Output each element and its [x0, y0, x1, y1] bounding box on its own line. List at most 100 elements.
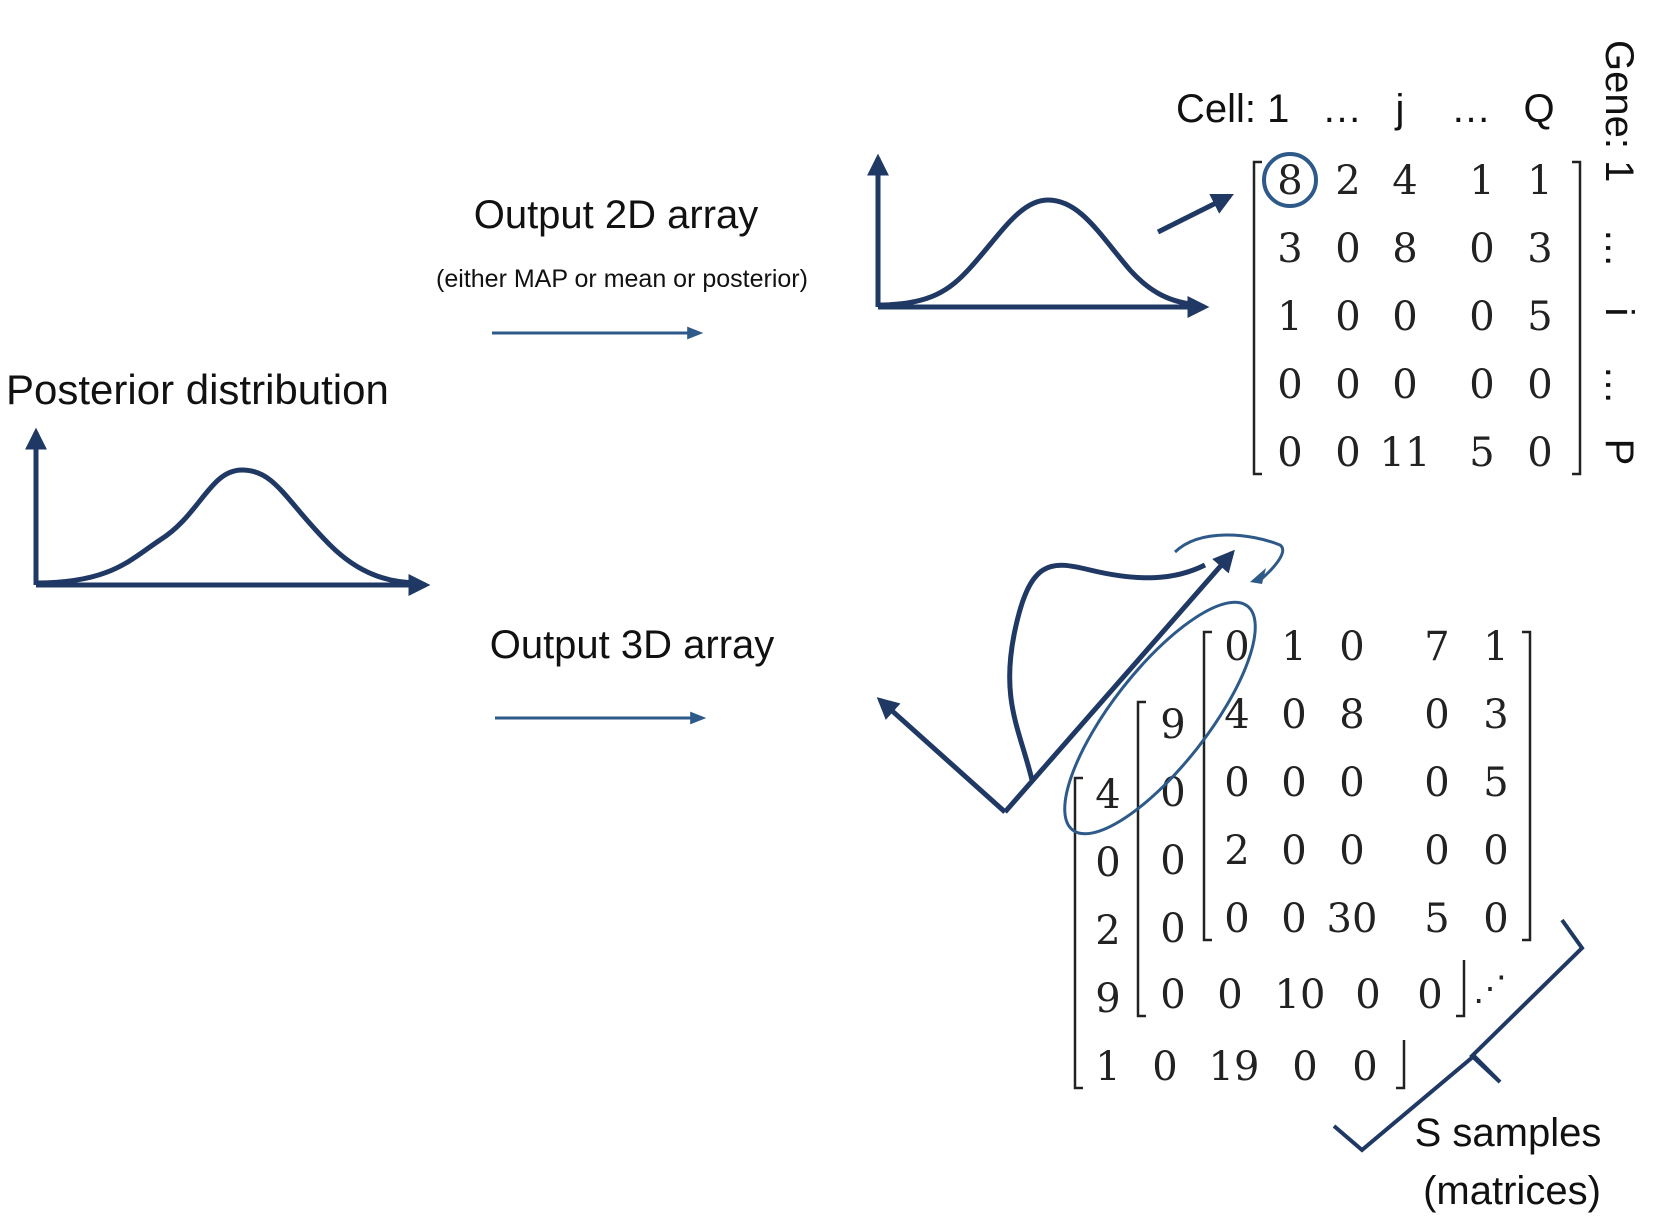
sample-ellipse — [1063, 600, 1257, 836]
matrix-mid-cell: 0 — [1417, 972, 1442, 1018]
matrix-back-cell: 5 — [1424, 896, 1449, 942]
output-2d-label: Output 2D array — [474, 193, 759, 237]
matrix-back-cell: 1 — [1281, 624, 1306, 670]
rotation-arrow — [1173, 533, 1284, 584]
highlight-circle — [1262, 152, 1318, 208]
matrix-2d-cell: 0 — [1335, 362, 1360, 408]
matrix-2d-cell: 1 — [1469, 158, 1494, 204]
matrix-2d-cell: 0 — [1277, 362, 1302, 408]
matrix-2d-cell: 4 — [1392, 158, 1417, 204]
matrix-2d-cell: 8 — [1277, 158, 1302, 204]
matrix-back-cell: 2 — [1224, 828, 1249, 874]
matrix-back-cell: 0 — [1424, 692, 1449, 738]
matrix-front-cell: 0 — [1352, 1044, 1377, 1090]
matrix-back-cell: 3 — [1483, 692, 1508, 738]
matrix-2d-cell: 0 — [1392, 362, 1417, 408]
samples-label-line1: S samples — [1415, 1111, 1602, 1155]
gene-header-label: Gene: 1 — [1597, 40, 1641, 182]
three-d-axis-left — [876, 697, 1007, 814]
matrix-back-cell: 0 — [1424, 828, 1449, 874]
matrix-back-cell: 0 — [1224, 896, 1249, 942]
output-2d-note: (either MAP or mean or posterior) — [436, 265, 808, 293]
matrix-back-right-bracket — [1522, 630, 1532, 942]
matrix-front-cell: 4 — [1095, 772, 1120, 818]
matrix-back-cell: 1 — [1483, 624, 1508, 670]
matrix-back-cell: 0 — [1281, 692, 1306, 738]
matrix-back-cell: 0 — [1339, 760, 1364, 806]
rotation-arrow-head — [1250, 568, 1266, 584]
cell-header-q: Q — [1523, 87, 1554, 131]
matrix-2d-cell: 0 — [1527, 430, 1552, 476]
matrix-front-right-bracket — [1396, 1040, 1406, 1090]
gene-header-i: i — [1597, 308, 1641, 317]
matrix-mid-right-bracket — [1456, 960, 1466, 1018]
matrix-2d-cell: 11 — [1380, 430, 1431, 476]
stack-ellipsis: ⋰ — [1473, 969, 1507, 1009]
matrix-back-cell: 0 — [1483, 828, 1508, 874]
matrix-front-cell: 0 — [1152, 1044, 1177, 1090]
matrix-2d-cell: 0 — [1392, 294, 1417, 340]
gene-header-p: P — [1597, 439, 1641, 466]
matrix-2d-cell: 1 — [1277, 294, 1302, 340]
matrix-back-cell: 0 — [1424, 760, 1449, 806]
matrix-back-cell: 5 — [1483, 760, 1508, 806]
cell-header-ellipsis-2: … — [1451, 87, 1491, 131]
matrix-front-cell: 2 — [1095, 908, 1120, 954]
matrix-back-cell: 0 — [1281, 828, 1306, 874]
three-d-curve — [1007, 562, 1207, 781]
matrix-back-left-bracket — [1202, 630, 1212, 942]
matrix-mid-cell: 0 — [1160, 906, 1185, 952]
matrix-back-cell: 0 — [1281, 760, 1306, 806]
matrix-2d-cell: 0 — [1469, 226, 1494, 272]
pointer-arrow — [1156, 193, 1234, 235]
cell-header-label: Cell: 1 — [1176, 87, 1289, 131]
summary-curve — [877, 197, 1201, 308]
matrix-2d-cell: 1 — [1527, 158, 1552, 204]
matrix-back-cell: 0 — [1339, 624, 1364, 670]
gene-header-ellipsis-2: … — [1597, 365, 1641, 405]
matrix-back-cell: 0 — [1224, 760, 1249, 806]
matrix-back-cell: 30 — [1327, 896, 1378, 942]
matrix-2d-cell: 3 — [1527, 226, 1552, 272]
three-d-plot — [876, 533, 1284, 814]
matrix-2d-cell: 5 — [1527, 294, 1552, 340]
output-3d-label: Output 3D array — [490, 623, 775, 667]
matrix-front-cell: 0 — [1292, 1044, 1317, 1090]
matrix-mid-cell: 10 — [1275, 972, 1326, 1018]
matrix-2d-cell: 5 — [1469, 430, 1494, 476]
matrix-front-cell: 1 — [1095, 1044, 1120, 1090]
cell-header-j: j — [1395, 87, 1405, 131]
matrix-mid-cell: 0 — [1160, 972, 1185, 1018]
matrix-2d-cell: 0 — [1469, 362, 1494, 408]
matrix-back-cell: 0 — [1483, 896, 1508, 942]
matrix-2d-cell: 0 — [1335, 430, 1360, 476]
matrix-back-cell: 0 — [1339, 828, 1364, 874]
matrix-mid-cell: 0 — [1355, 972, 1380, 1018]
matrix-back-cell: 0 — [1281, 896, 1306, 942]
three-d-axis-diagonal — [1003, 549, 1235, 814]
cell-header: Cell: 1 … j … Q — [1176, 87, 1555, 131]
matrix-mid-cell: 0 — [1217, 972, 1242, 1018]
matrix-2d-right-bracket — [1572, 160, 1582, 476]
matrix-mid-cell: 0 — [1160, 838, 1185, 884]
samples-brace-line — [1332, 918, 1585, 1153]
matrix-back-cell: 7 — [1424, 624, 1449, 670]
posterior-curve — [35, 467, 421, 586]
matrix-front-cell: 9 — [1095, 976, 1120, 1022]
matrix-mid-left-bracket — [1136, 700, 1146, 1018]
matrix-2d-cell: 0 — [1335, 226, 1360, 272]
matrix-2d-left-bracket — [1252, 160, 1262, 476]
matrix-mid-cell: 9 — [1160, 702, 1185, 748]
posterior-label: Posterior distribution — [6, 366, 389, 413]
summary-plot — [867, 153, 1234, 318]
matrix-2d-cell: 0 — [1527, 362, 1552, 408]
matrix-2d-cell: 2 — [1335, 158, 1360, 204]
cell-header-ellipsis-1: … — [1322, 87, 1362, 131]
matrix-2d-cell: 0 — [1469, 294, 1494, 340]
samples-brace — [1332, 918, 1585, 1153]
matrix-back-cell: 8 — [1339, 692, 1364, 738]
posterior-plot — [25, 427, 431, 596]
